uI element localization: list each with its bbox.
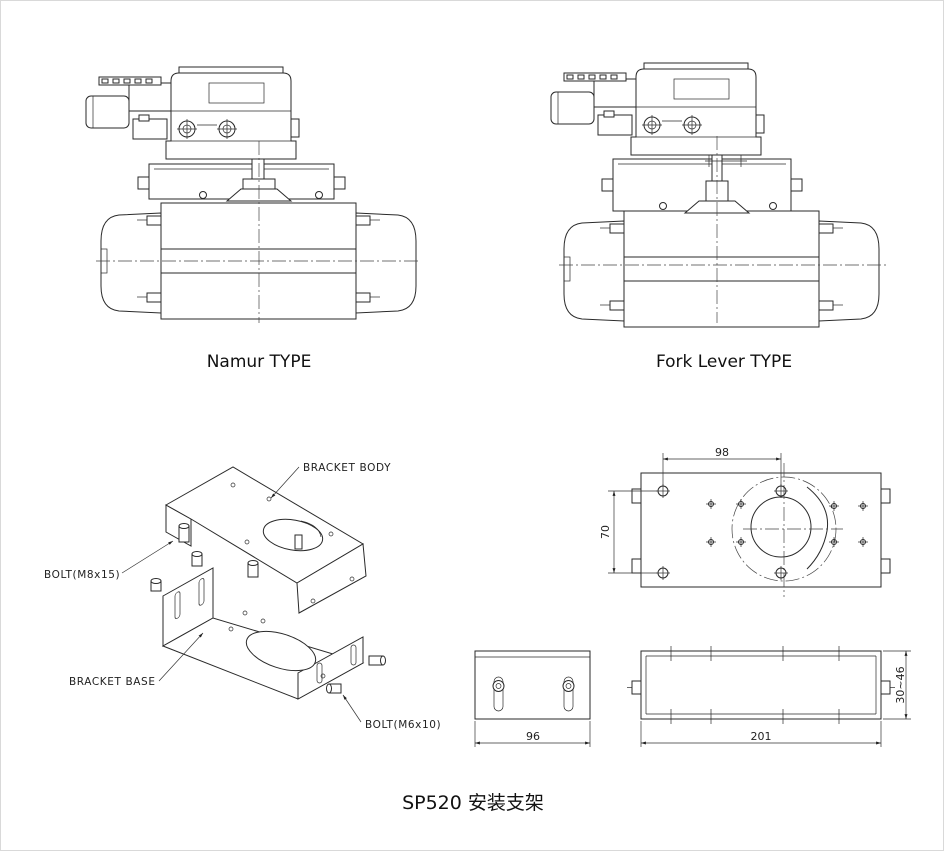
fork-bracket-bolt-right xyxy=(790,178,803,192)
namur-bracket-bolt-left xyxy=(137,176,150,190)
fork-lever-type-caption: Fork Lever TYPE xyxy=(656,352,792,372)
namur-assembly xyxy=(85,66,421,323)
fork-bracket-bolt-left xyxy=(601,178,614,192)
bracket-body xyxy=(164,466,367,614)
fork-lever-assembly xyxy=(550,62,886,328)
fork-actuator xyxy=(563,210,880,328)
bracket-front-view xyxy=(474,650,591,747)
bracket-side-view xyxy=(627,646,911,747)
bracket-body-label: BRACKET BODY xyxy=(303,462,391,474)
dim-label-201: 201 xyxy=(751,730,772,743)
bracket-base-label: BRACKET BASE xyxy=(69,676,156,688)
top-view-holes xyxy=(656,484,868,580)
dim-label-98: 98 xyxy=(715,446,729,459)
bolt-m8-leader xyxy=(121,540,174,574)
dim-label-70: 70 xyxy=(599,525,612,539)
bolt-m8-label: BOLT(M8x15) xyxy=(44,569,120,581)
dim-label-96: 96 xyxy=(526,730,540,743)
bracket-isometric xyxy=(121,466,386,723)
namur-type-caption: Namur TYPE xyxy=(207,352,312,372)
bolt-m6-label: BOLT(M6x10) xyxy=(365,719,441,731)
fork-positioner xyxy=(550,62,765,156)
dim-label-30-46: 30~46 xyxy=(894,666,907,703)
bolt-m6-leader xyxy=(342,694,362,723)
drawing-title: SP520 安装支架 xyxy=(402,792,544,814)
namur-positioner xyxy=(85,66,300,160)
bracket-top-view xyxy=(608,453,891,597)
namur-bracket-bolt-right xyxy=(333,176,346,190)
bracket-base xyxy=(161,567,365,700)
bracket-bolts xyxy=(150,523,386,694)
bracket-body-leader xyxy=(270,466,300,499)
bracket-base-leader xyxy=(158,632,204,682)
